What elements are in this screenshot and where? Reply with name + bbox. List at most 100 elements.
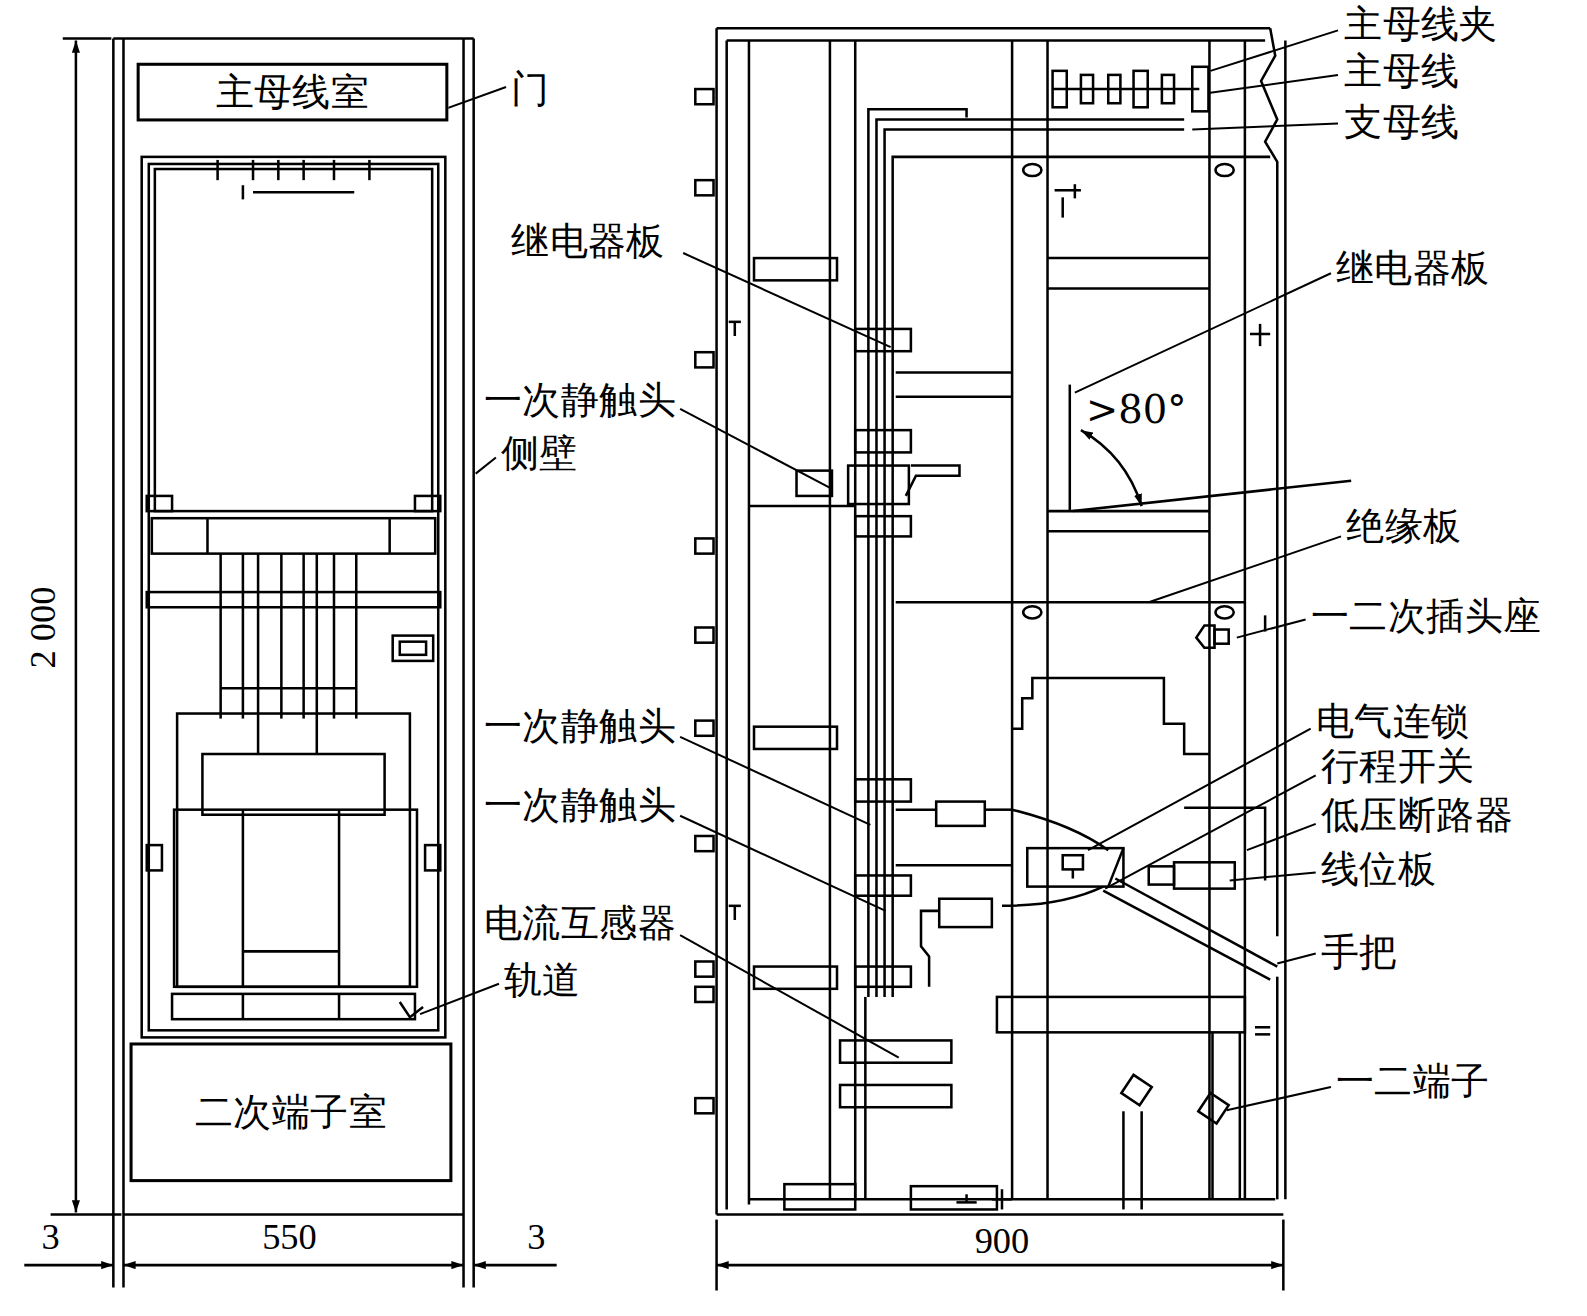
side-view-part [797,471,832,496]
leader-lines [420,30,1341,1110]
side-view-part [695,352,713,367]
side-view-part [1011,40,1014,1199]
side-view-part [855,516,911,536]
side-view-part [695,1098,713,1113]
side-view-part [1048,530,1210,533]
part-label: 侧壁 [501,432,578,472]
front-view-part [216,160,219,180]
front-view-part [147,496,172,511]
side-view-part [997,997,1245,1032]
front-view-part [316,554,319,754]
side-view-part [896,864,1012,867]
side-view-part [921,911,939,987]
side-view-part [855,967,911,987]
side-view-part [1115,879,1277,967]
side-view-part [717,27,1271,30]
side-view-part [1211,1032,1214,1199]
side-view-part [1023,164,1041,176]
front-view-part [462,38,465,1287]
side-view-part [1048,510,1210,513]
front-view-part [149,164,438,1030]
side-view-part [868,109,966,997]
chamber-name: 主母线室 [216,72,370,112]
leader-lines-part [680,935,899,1057]
front-view [113,38,473,1287]
side-view-part [855,779,911,801]
part-label: 手把 [1321,931,1398,971]
side-view-part [1259,324,1262,346]
front-view-part [122,38,125,1287]
dimension-lines-part [63,37,112,40]
front-view-part [202,754,384,815]
side-view-part [717,1213,1284,1216]
front-view-part [206,518,209,553]
side-view-part [1073,481,1351,511]
side-view-part [695,721,713,736]
front-view-part [155,169,432,511]
side-view-part [734,906,737,920]
front-view-part [472,38,475,1287]
side-view-part [896,808,936,811]
side-view-part [1012,810,1108,850]
side-view-part [1255,1026,1270,1029]
leader-lines-part [1210,30,1338,70]
side-view-part [749,505,855,508]
side-view-part [855,329,911,351]
side-view-part [1255,1033,1270,1036]
side-view-part [695,89,713,104]
part-label: 行程开关 [1321,746,1475,786]
leader-lines-part [1277,953,1315,963]
front-view-part [302,554,305,719]
dimension-lines-part [474,1264,557,1267]
part-label: 电流互感器 [484,903,676,943]
dimension-label: 550 [262,1217,317,1257]
side-view-part [911,1186,997,1209]
part-label: 主母线夹 [1344,4,1498,44]
side-view-part [695,987,713,1002]
side-view-part [1216,164,1234,176]
front-view-part [147,845,162,870]
side-view-part [1063,855,1083,869]
front-view-part [368,160,371,180]
side-view-part [1074,184,1077,198]
side-view-part [749,1198,1275,1201]
front-view-part [333,554,336,719]
leader-lines-part [1105,775,1316,888]
front-view-part [400,1002,423,1017]
dimension-lines-part [717,1264,1284,1267]
leader-lines-part [1247,824,1316,850]
dimension-lines-part [715,1220,718,1291]
side-view-part [784,1184,855,1209]
leader-lines-part [1075,273,1331,392]
front-view-part [277,160,280,180]
side-view-part [1055,189,1081,192]
side-view-part [896,601,1245,604]
leader-lines-part [1208,75,1338,93]
side-view-part [1081,430,1142,506]
part-label: 继电器板 [1336,248,1490,288]
side-view-part [695,961,713,976]
side-view-part [695,628,713,643]
chamber-box: 主母线室 [137,63,449,122]
side-view-part [1072,869,1075,878]
side-view [695,28,1351,1214]
leader-lines-part [683,253,890,347]
dimension-label: 3 [41,1217,59,1257]
side-view-part [695,180,713,195]
side-view-part [1053,88,1200,91]
side-view-part [1121,1075,1151,1105]
part-label: 主母线 [1344,51,1459,91]
front-view-part [147,592,441,607]
front-view-part [112,38,115,1287]
side-view-part [748,40,751,1204]
part-label: 一次静触头 [484,705,676,745]
side-view-part [893,157,1271,997]
side-view-part [864,997,867,1199]
front-view-part [221,687,357,690]
side-view-part [1284,40,1287,1199]
side-view-part [848,466,909,504]
side-view-part [725,40,728,1209]
side-view-part [1053,71,1067,107]
front-view-part [243,950,339,953]
side-view-part [1046,40,1049,1199]
